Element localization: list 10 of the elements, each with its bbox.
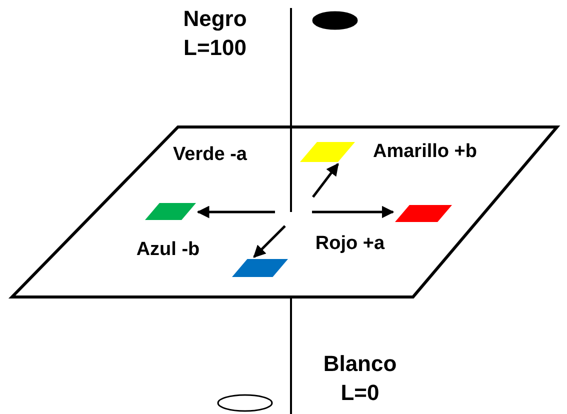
- axis-label: Amarillo +b: [372, 140, 478, 164]
- arrow: [253, 225, 286, 258]
- axis-label: Blanco L=0: [322, 350, 398, 407]
- axis-label: Verde -a: [172, 143, 248, 167]
- axis-label: Azul -b: [135, 238, 201, 262]
- arrow: [312, 163, 339, 198]
- arrow: [312, 206, 394, 218]
- arrow: [196, 206, 275, 218]
- axis-label: Rojo +a: [314, 232, 386, 256]
- axis-label: Negro L=100: [182, 5, 248, 62]
